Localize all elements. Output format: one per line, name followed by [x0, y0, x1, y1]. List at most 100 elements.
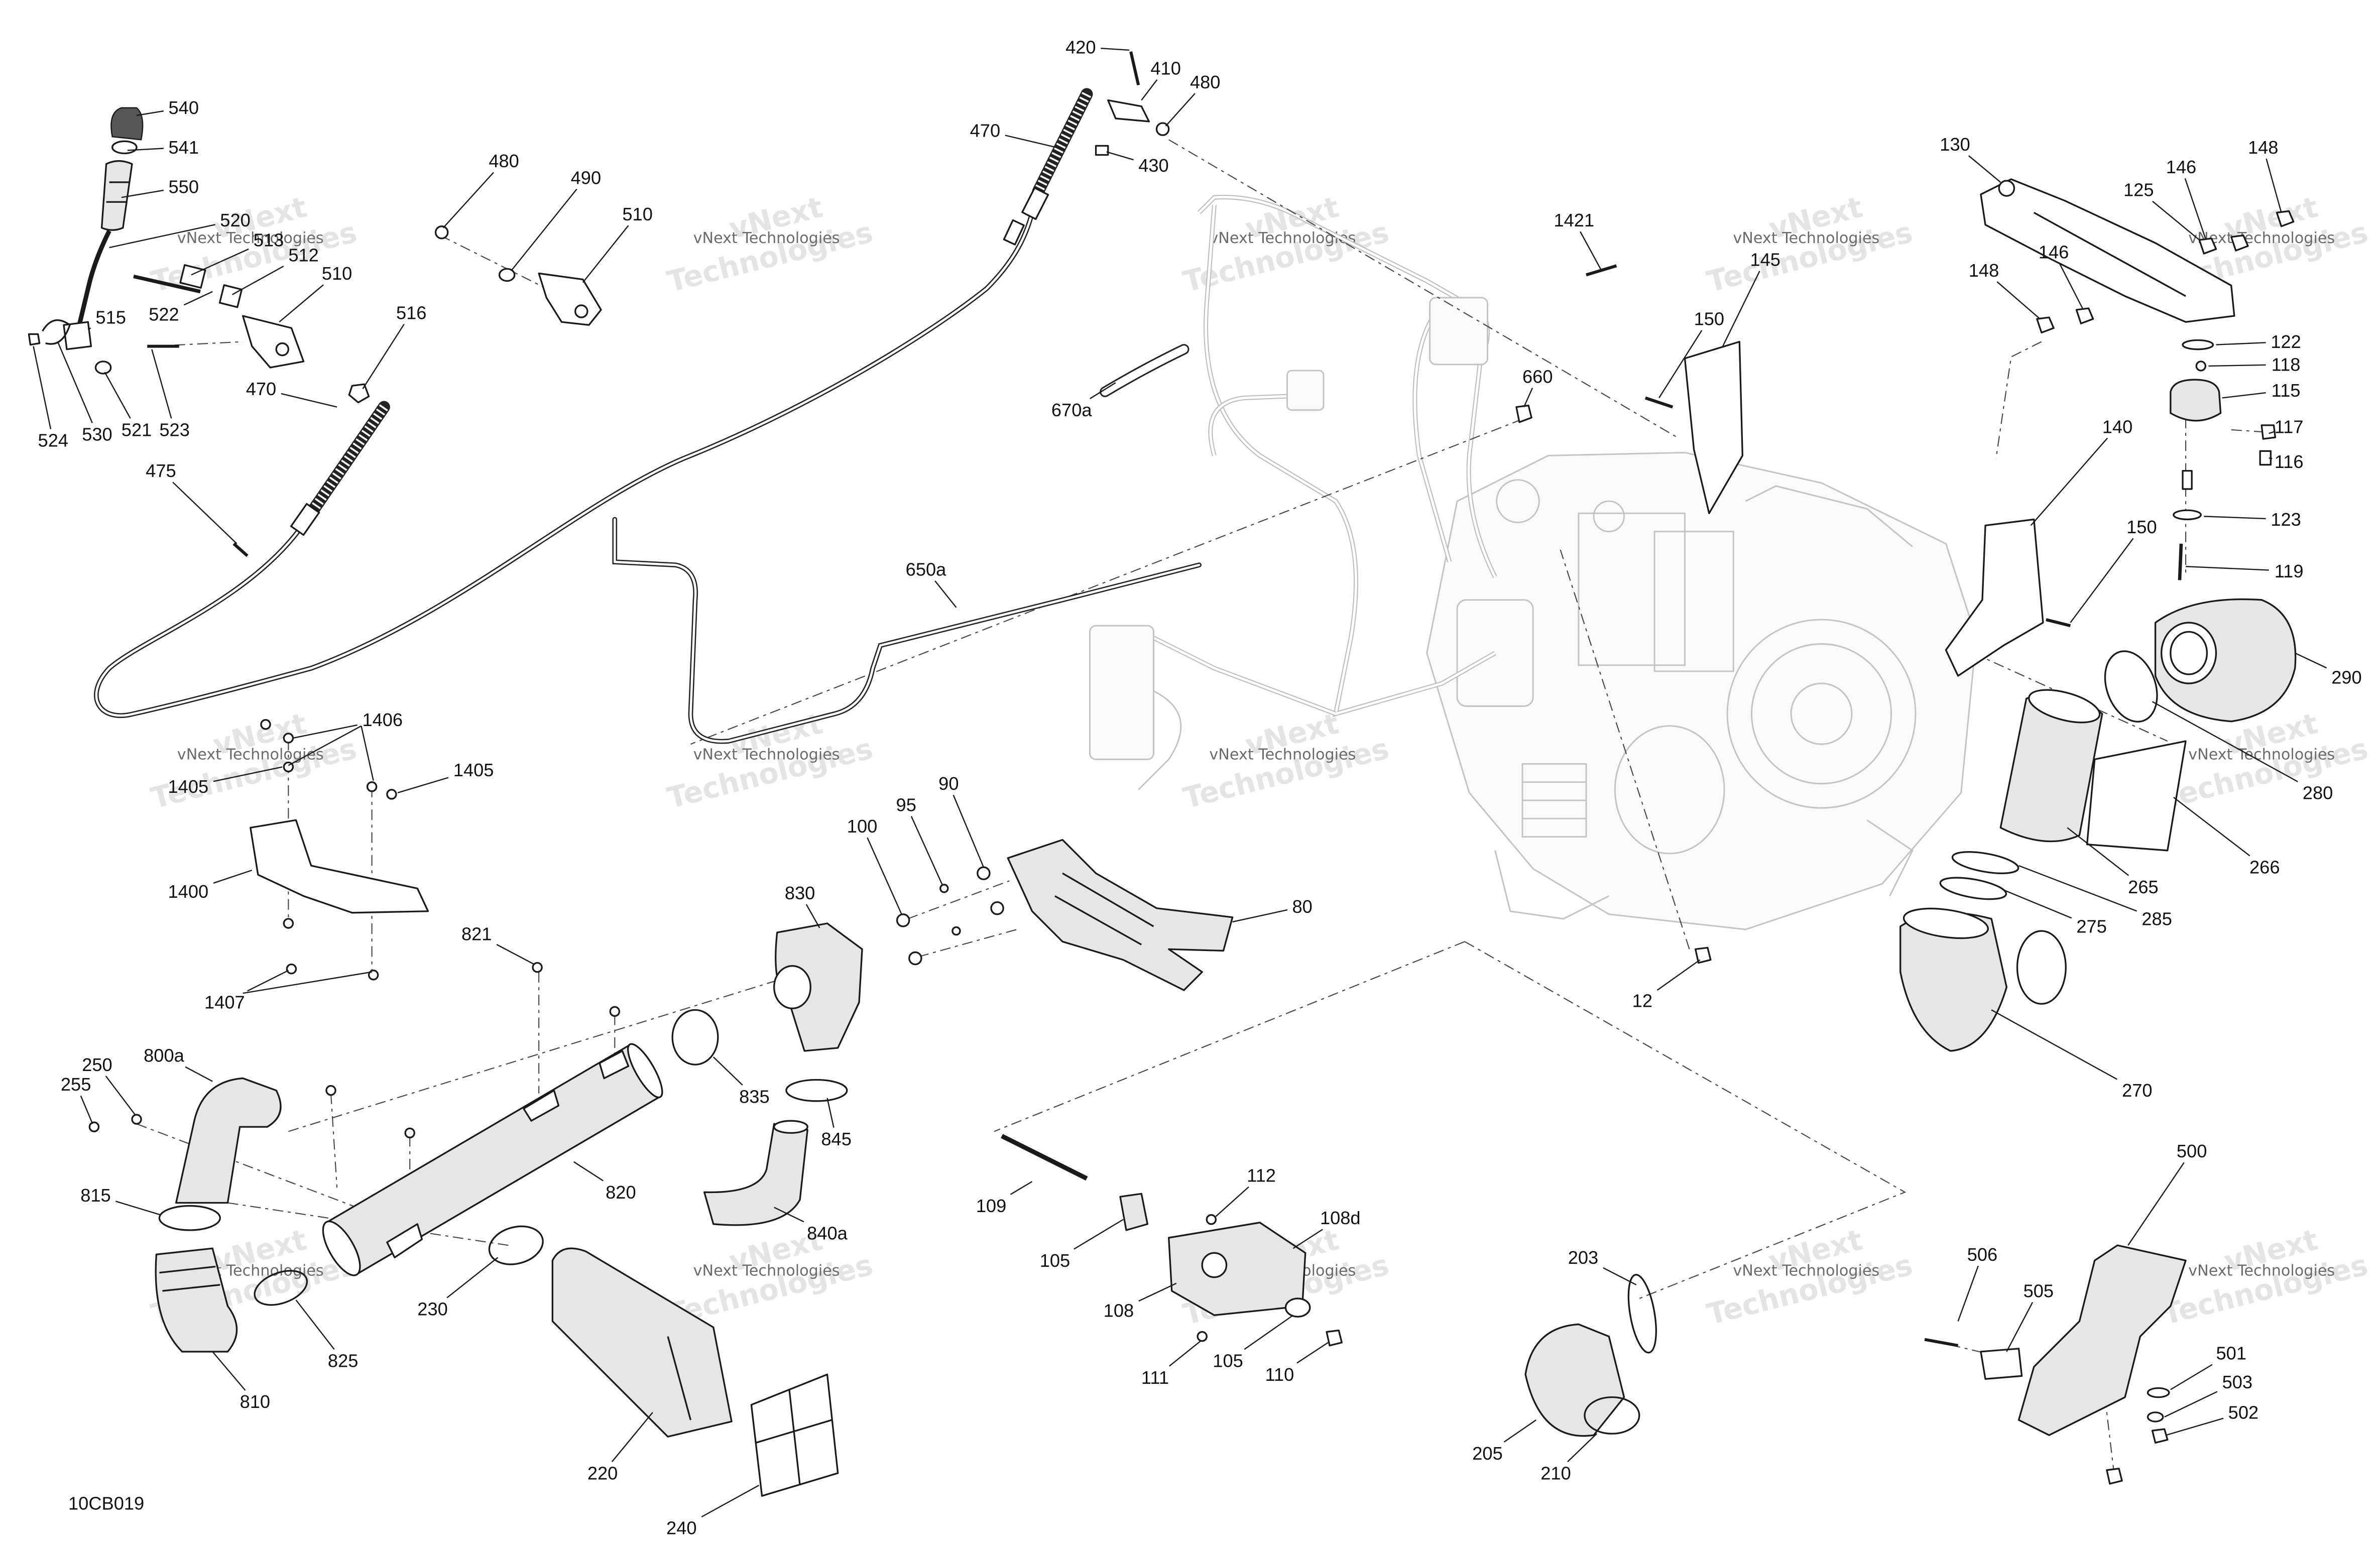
watermark-small: vNext Technologies — [693, 1262, 840, 1280]
intake-boot-205 — [1524, 1274, 1657, 1437]
callout-label: 502 — [2228, 1402, 2258, 1422]
callout-leader-line — [151, 349, 172, 419]
callout-leader-line — [826, 1098, 835, 1128]
callout-label: 515 — [95, 307, 126, 328]
callout-label: 825 — [328, 1351, 358, 1371]
watermark-small: vNext Technologies — [177, 746, 324, 763]
cable-bracket — [1095, 51, 1170, 156]
callout-leader-line — [1215, 1186, 1249, 1217]
callout-leader-line — [1005, 135, 1063, 150]
engine-mount — [2170, 339, 2277, 580]
callout-leader-line — [115, 1201, 161, 1216]
callout-leader-line — [1957, 1265, 1979, 1322]
callout-label: 116 — [2275, 451, 2304, 472]
callout-leader-line — [2222, 392, 2266, 399]
callout-label: 660 — [1522, 367, 1553, 387]
callout-leader-line — [511, 188, 577, 271]
callout-leader-line — [1165, 93, 1196, 127]
callout-label: 522 — [149, 304, 179, 325]
callout-label: 220 — [587, 1463, 618, 1483]
callout-leader-line — [1169, 1340, 1201, 1367]
callout-leader-line — [105, 1076, 136, 1115]
callout-leader-line — [1138, 1282, 1177, 1302]
callout-leader-line — [2127, 1162, 2185, 1246]
callout-leader-line — [362, 324, 405, 389]
callout-label: 255 — [61, 1074, 91, 1095]
callout-label: 490 — [571, 167, 601, 188]
callout-label: 110 — [1265, 1364, 1294, 1385]
callout-label: 118 — [2272, 354, 2301, 375]
callout-label: 1421 — [1554, 210, 1594, 230]
callout-leader-line — [442, 172, 494, 228]
callout-leader-line — [243, 971, 372, 994]
callout-leader-line — [1292, 1229, 1323, 1249]
callout-leader-line — [701, 1485, 760, 1518]
callout-label: 123 — [2271, 509, 2301, 530]
callout-leader-line — [172, 482, 237, 544]
callout-label: 150 — [1694, 309, 1724, 329]
callout-leader-line — [2030, 437, 2108, 526]
callout-leader-line — [247, 970, 289, 992]
callout-label: 80 — [1292, 896, 1313, 917]
intake-elbow-800a — [88, 1077, 282, 1231]
callout-label: 270 — [2122, 1080, 2152, 1101]
callout-leader-line — [1968, 155, 2001, 183]
callout-leader-line — [295, 1299, 335, 1350]
throttle-pedal — [896, 839, 1234, 991]
callout-leader-line — [446, 1257, 499, 1298]
callout-leader-line — [1244, 1315, 1294, 1350]
callout-label: 150 — [2126, 517, 2157, 537]
callout-label: 117 — [2275, 416, 2304, 437]
callout-label: 122 — [2271, 331, 2301, 352]
small-bracket-group — [434, 225, 602, 326]
throttle-body-group — [1001, 1134, 1343, 1347]
callout-leader-line — [212, 1351, 246, 1391]
intake-boot-270 — [1694, 907, 2067, 1052]
wire-harness — [612, 517, 1202, 744]
callout-label: 108 — [1104, 1300, 1134, 1321]
watermark-small: vNext Technologies — [1209, 746, 1356, 763]
callout-label: 840a — [807, 1223, 848, 1243]
callout-label: 111 — [1141, 1367, 1169, 1388]
throttle-elbow-830 — [671, 922, 863, 1102]
heat-shield-500 — [1924, 1244, 2187, 1485]
callout-leader-line — [57, 341, 93, 423]
callout-label: 125 — [2123, 180, 2154, 200]
callout-label: 105 — [1040, 1250, 1070, 1271]
callout-leader-line — [2269, 430, 2276, 434]
callout-leader-line — [867, 837, 902, 915]
callout-leader-line — [183, 291, 213, 306]
callout-leader-line — [1567, 1433, 1597, 1463]
callout-leader-line — [1603, 1267, 1637, 1285]
air-intake-silencer — [2104, 598, 2297, 723]
background-wiring — [1089, 195, 1497, 790]
callout-label: 285 — [2141, 908, 2172, 929]
callout-label: 146 — [2166, 157, 2196, 177]
shifter-knob — [110, 107, 144, 155]
callout-leader-line — [279, 284, 324, 323]
callout-leader-line — [2204, 516, 2266, 520]
callout-label: 512 — [288, 245, 318, 266]
callout-leader-line — [611, 1412, 653, 1462]
callout-label: 524 — [38, 430, 68, 451]
callout-leader-line — [496, 943, 535, 965]
callout-label: 800a — [144, 1045, 184, 1066]
engine-assembly — [1426, 451, 1977, 930]
callout-label: 550 — [169, 177, 199, 197]
diagram-id-label: 10CB019 — [68, 1493, 144, 1513]
callout-label: 275 — [2076, 916, 2106, 937]
intake-elbow-840a — [703, 1120, 808, 1226]
callout-label: 280 — [2303, 782, 2333, 803]
watermark-small: vNext Technologies — [177, 229, 324, 247]
callout-leader-line — [397, 777, 449, 794]
callout-label: 148 — [1969, 260, 1999, 281]
callout-leader-line — [910, 816, 943, 886]
callout-label: 480 — [1190, 72, 1220, 92]
callout-label: 290 — [2331, 667, 2361, 687]
callout-leader-line — [2164, 1391, 2218, 1418]
